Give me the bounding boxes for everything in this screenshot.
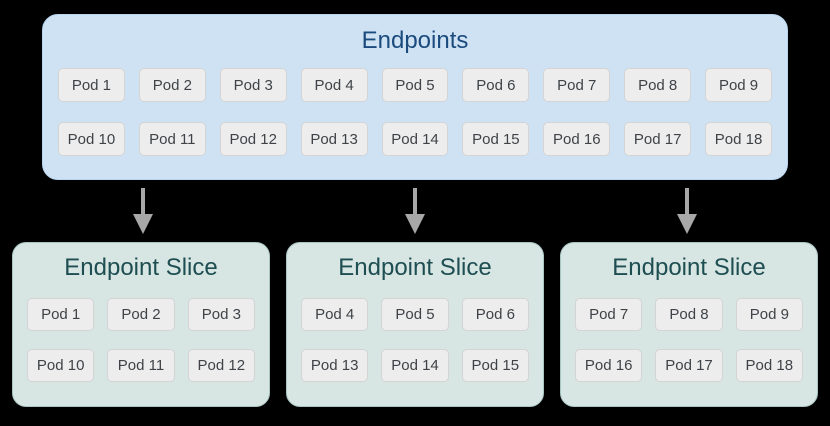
endpoint-slice-title: Endpoint Slice	[64, 254, 218, 281]
pod-chip: Pod 10	[27, 349, 95, 382]
pod-chip: Pod 11	[107, 349, 175, 382]
arrow-stem	[685, 188, 689, 214]
down-arrow-icon	[405, 188, 425, 234]
pod-chip: Pod 12	[187, 349, 255, 382]
pod-chip: Pod 17	[624, 122, 692, 156]
pod-chip: Pod 3	[219, 68, 287, 102]
endpoint-slice-title: Endpoint Slice	[338, 254, 492, 281]
endpoints-card: Endpoints Pod 1 Pod 2 Pod 3 Pod 4 Pod 5 Pod 6…	[42, 14, 788, 180]
arrow-stem	[141, 188, 145, 214]
endpoint-slice-title: Endpoint Slice	[612, 254, 766, 281]
pod-chip: Pod 11	[138, 122, 206, 156]
pod-chip: Pod 2	[107, 298, 175, 331]
endpoint-slice-pod-grid: Pod 1 Pod 2 Pod 3 Pod 10 Pod 11 Pod 12	[13, 283, 269, 382]
pod-chip: Pod 16	[543, 122, 611, 156]
pod-chip: Pod 9	[705, 68, 772, 102]
arrow-stem	[413, 188, 417, 214]
pod-chip: Pod 1	[58, 68, 125, 102]
endpoint-slice-pod-grid: Pod 4 Pod 5 Pod 6 Pod 13 Pod 14 Pod 15	[287, 283, 543, 382]
pod-chip: Pod 6	[461, 298, 529, 331]
pod-chip: Pod 18	[735, 349, 803, 382]
endpoints-title: Endpoints	[361, 27, 469, 54]
pod-chip: Pod 14	[381, 349, 449, 382]
pod-chip: Pod 2	[138, 68, 206, 102]
pod-chip: Pod 17	[655, 349, 723, 382]
pod-chip: Pod 13	[300, 122, 368, 156]
arrow-head	[133, 214, 153, 234]
pod-chip: Pod 18	[705, 122, 772, 156]
pod-chip: Pod 8	[624, 68, 692, 102]
pod-chip: Pod 13	[301, 349, 369, 382]
pod-chip: Pod 5	[381, 298, 449, 331]
down-arrow-icon	[677, 188, 697, 234]
pod-chip: Pod 7	[543, 68, 611, 102]
pod-chip: Pod 3	[187, 298, 255, 331]
pod-chip: Pod 6	[462, 68, 530, 102]
pod-chip: Pod 4	[300, 68, 368, 102]
pod-chip: Pod 9	[735, 298, 803, 331]
pod-chip: Pod 5	[381, 68, 449, 102]
pod-chip: Pod 10	[58, 122, 125, 156]
arrow-head	[677, 214, 697, 234]
pod-chip: Pod 4	[301, 298, 369, 331]
pod-chip: Pod 15	[462, 122, 530, 156]
pod-chip: Pod 12	[219, 122, 287, 156]
pod-chip: Pod 7	[575, 298, 643, 331]
endpoint-slice-pod-grid: Pod 7 Pod 8 Pod 9 Pod 16 Pod 17 Pod 18	[561, 283, 817, 382]
endpoints-pod-grid: Pod 1 Pod 2 Pod 3 Pod 4 Pod 5 Pod 6 Pod 7 Pod 8…	[43, 56, 787, 156]
arrow-head	[405, 214, 425, 234]
pod-chip: Pod 8	[655, 298, 723, 331]
down-arrow-icon	[133, 188, 153, 234]
pod-chip: Pod 14	[381, 122, 449, 156]
pod-chip: Pod 15	[461, 349, 529, 382]
pod-chip: Pod 16	[575, 349, 643, 382]
pod-chip: Pod 1	[27, 298, 95, 331]
